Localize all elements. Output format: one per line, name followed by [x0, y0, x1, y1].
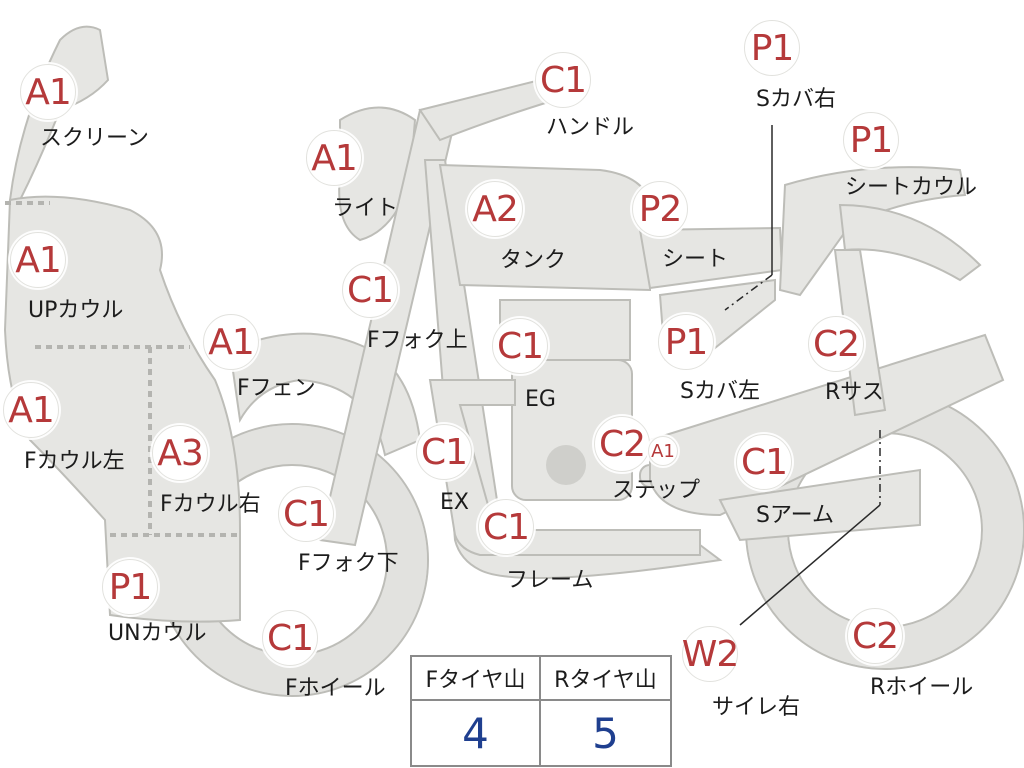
part-label-front-cowl-right: Fカウル右 — [160, 492, 261, 517]
tire-tread-table: Fタイヤ山 Rタイヤ山 4 5 — [410, 655, 672, 767]
rear-tire-tread-value: 5 — [592, 708, 619, 758]
grade-badge-step-extra: A1 — [648, 436, 678, 466]
silencer-shape — [718, 468, 921, 542]
grade-badge-swing-arm: C1 — [736, 434, 792, 490]
part-label-silencer-right: サイレ右 — [712, 695, 801, 720]
rear-tire-tread-header: Rタイヤ山 — [541, 657, 670, 701]
part-label-swing-arm: Sアーム — [756, 503, 834, 528]
part-label-tank: タンク — [500, 248, 567, 273]
part-label-light: ライト — [332, 196, 399, 221]
front-tire-tread-value: 4 — [412, 701, 541, 765]
part-label-rear-suspension: Rサス — [825, 380, 884, 405]
part-label-front-cowl-left: Fカウル左 — [24, 449, 125, 474]
grade-badge-side-cover-right: P1 — [744, 20, 800, 76]
grade-badge-seat-cowl: P1 — [843, 112, 899, 168]
part-label-exhaust: EX — [440, 490, 469, 515]
grade-badge-up-cowl: A1 — [10, 232, 66, 288]
part-label-screen: スクリーン — [40, 126, 149, 151]
part-label-engine: EG — [525, 387, 556, 412]
part-label-front-fork-lower: Fフォク下 — [298, 551, 399, 576]
grade-badge-front-fork-lower: C1 — [278, 486, 334, 542]
grade-badge-rear-wheel: C2 — [847, 608, 903, 664]
part-label-seat-cowl: シートカウル — [845, 175, 978, 200]
part-label-up-cowl: UPカウル — [28, 298, 124, 323]
grade-badge-silencer-right: W2 — [682, 626, 739, 682]
grade-badge-screen: A1 — [20, 64, 76, 120]
grade-badge-front-fender: A1 — [203, 314, 259, 370]
grade-badge-handle: C1 — [535, 52, 591, 108]
exhaust-shape — [428, 379, 701, 556]
grade-badge-step: C2 — [594, 416, 650, 472]
cowl-shape — [3, 195, 241, 623]
part-label-front-fender: Fフェン — [237, 376, 316, 401]
grade-badge-front-cowl-right: A3 — [152, 425, 208, 481]
screen-shape — [8, 25, 110, 201]
grade-badge-exhaust: C1 — [416, 424, 472, 480]
part-label-front-wheel: Fホイール — [285, 676, 386, 701]
part-label-seat: シート — [662, 247, 729, 272]
grade-badge-seat: P2 — [632, 181, 688, 237]
grade-badge-front-fork-upper: C1 — [342, 262, 398, 318]
grade-badge-under-cowl: P1 — [102, 559, 158, 615]
part-label-front-fork-upper: Fフォク上 — [367, 328, 468, 353]
part-label-handle: ハンドル — [546, 115, 635, 140]
grade-badge-engine: C1 — [492, 318, 548, 374]
part-label-side-cover-left: Sカバ左 — [680, 379, 760, 404]
handle-shape — [418, 78, 557, 142]
part-label-under-cowl: UNカウル — [108, 621, 207, 646]
front-tire-tread-header: Fタイヤ山 — [412, 657, 541, 701]
grade-badge-light: A1 — [306, 130, 362, 186]
grade-badge-tank: A2 — [467, 181, 523, 237]
part-label-frame: フレーム — [506, 568, 594, 593]
part-label-rear-wheel: Rホイール — [870, 675, 974, 700]
grade-badge-frame: C1 — [478, 499, 534, 555]
grade-badge-side-cover-left: P1 — [658, 314, 714, 370]
grade-badge-front-cowl-left: A1 — [3, 382, 59, 438]
grade-badge-front-wheel: C1 — [262, 610, 318, 666]
part-label-side-cover-right: Sカバ右 — [756, 87, 836, 112]
part-label-step: ステップ — [612, 478, 701, 503]
light-shape — [338, 106, 417, 242]
grade-badge-rear-suspension: C2 — [808, 316, 864, 372]
